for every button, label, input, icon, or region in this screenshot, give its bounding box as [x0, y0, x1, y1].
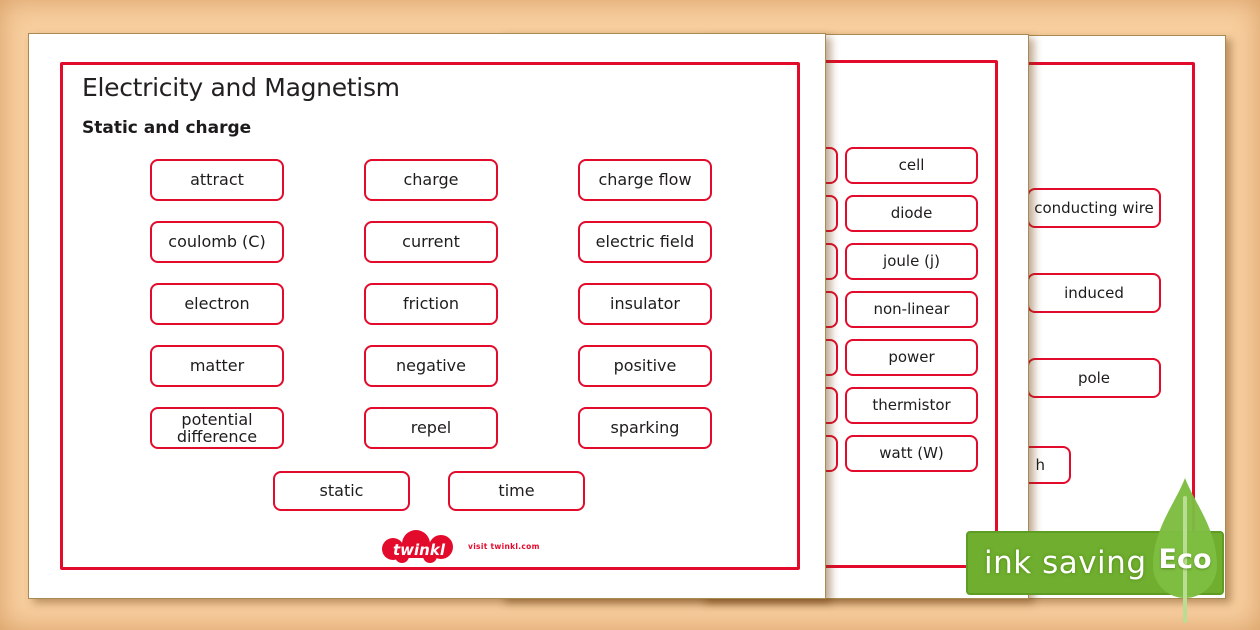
word-box: electric field	[578, 221, 712, 263]
word-box: sparking	[578, 407, 712, 449]
word-box: attract	[150, 159, 284, 201]
word-box: power	[845, 339, 978, 376]
twinkl-logo: twinkl visit twinkl.com	[378, 530, 540, 563]
word-box: current	[364, 221, 498, 263]
back-page-word-column: conducting wire induced pole	[1027, 188, 1161, 398]
page-title: Electricity and Magnetism	[82, 73, 400, 102]
front-word-grid: attract charge charge flow coulomb (C) curre…	[150, 159, 712, 449]
eco-leaf-icon	[1153, 478, 1217, 623]
word-box: diode	[845, 195, 978, 232]
word-box: time	[448, 471, 585, 511]
word-box: insulator	[578, 283, 712, 325]
middle-page-word-column: cell diode joule (j) non-linear power thermis…	[845, 147, 978, 472]
twinkl-cloud-icon: twinkl	[382, 530, 453, 563]
eco-label: Eco	[1158, 544, 1212, 575]
logo-tagline: visit twinkl.com	[468, 542, 540, 551]
word-box: static	[273, 471, 410, 511]
ink-saving-label: ink saving	[984, 545, 1147, 581]
word-box: non-linear	[845, 291, 978, 328]
word-box: charge flow	[578, 159, 712, 201]
svg-text:twinkl: twinkl	[393, 541, 446, 559]
word-box: conducting wire	[1027, 188, 1161, 228]
red-border-frame	[60, 62, 800, 570]
word-box: coulomb (C)	[150, 221, 284, 263]
word-box: negative	[364, 345, 498, 387]
word-box: charge	[364, 159, 498, 201]
word-box: pole	[1027, 358, 1161, 398]
worksheet-front-page: Electricity and Magnetism Static and cha…	[28, 33, 826, 599]
word-box: thermistor	[845, 387, 978, 424]
page-subtitle: Static and charge	[82, 118, 252, 138]
word-box: cell	[845, 147, 978, 184]
word-box: matter	[150, 345, 284, 387]
word-box: repel	[364, 407, 498, 449]
word-box: friction	[364, 283, 498, 325]
word-box: positive	[578, 345, 712, 387]
word-box: electron	[150, 283, 284, 325]
word-box: induced	[1027, 273, 1161, 313]
word-box: watt (W)	[845, 435, 978, 472]
word-box: potential difference	[150, 407, 284, 449]
word-box: joule (j)	[845, 243, 978, 280]
